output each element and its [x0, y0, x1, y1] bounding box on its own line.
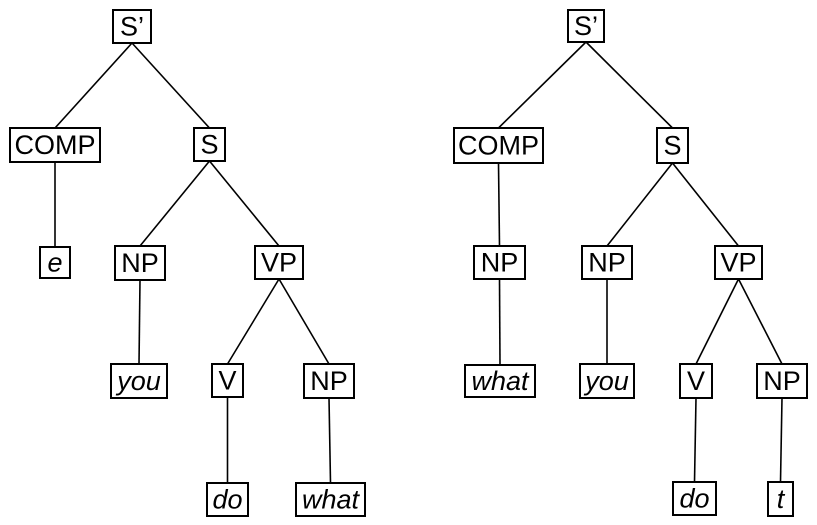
edge-left-s-np	[139, 160, 211, 247]
right-node-np-comp: NP	[473, 245, 526, 280]
left-node-what: what	[295, 482, 366, 517]
left-node-np-object-box	[303, 363, 355, 399]
left-node-np-subject-box	[114, 245, 166, 281]
edge-right-np-what	[498, 278, 501, 366]
edge-right-np-t	[779, 397, 783, 483]
right-node-np-subject-box	[581, 245, 633, 280]
right-node-np-object-label: NP	[763, 366, 801, 396]
left-node-you-label: you	[115, 366, 161, 396]
left-tree: S’ COMP S e NP VP	[9, 9, 366, 517]
right-node-t: t	[767, 481, 794, 517]
right-node-s-label: S	[663, 131, 681, 161]
right-node-vp-label: VP	[720, 248, 756, 278]
edge-left-s-vp	[208, 160, 280, 247]
right-node-comp: COMP	[453, 127, 544, 164]
left-node-what-box	[295, 482, 366, 517]
right-node-s-box	[656, 127, 689, 164]
left-node-np-subject: NP	[114, 245, 166, 281]
right-node-t-label: t	[777, 484, 786, 514]
left-node-e-label: e	[47, 248, 62, 278]
left-node-do-label: do	[212, 485, 242, 515]
left-node-do-box	[206, 482, 249, 517]
edge-left-sbar-s	[131, 42, 211, 129]
right-node-v-label: V	[687, 366, 705, 396]
right-node-what-box	[464, 364, 536, 398]
left-node-s-box	[193, 127, 226, 162]
edge-left-np-what	[328, 397, 332, 484]
left-node-what-label: what	[302, 485, 361, 515]
right-node-vp-box	[714, 245, 763, 280]
edge-right-sbar-comp	[497, 41, 587, 129]
left-node-comp-box	[9, 127, 101, 163]
left-node-you-box	[110, 363, 168, 399]
right-node-you-label: you	[583, 366, 629, 396]
right-node-s-bar-label: S’	[574, 11, 598, 41]
left-node-s-bar: S’	[112, 9, 152, 44]
right-node-do: do	[672, 481, 717, 516]
right-node-what: what	[464, 364, 536, 398]
left-node-vp-box	[254, 245, 304, 280]
right-node-you: you	[579, 363, 635, 399]
right-node-do-box	[672, 481, 717, 516]
right-node-t-box	[767, 481, 794, 517]
right-node-do-label: do	[679, 484, 709, 514]
left-tree-edges	[54, 42, 332, 484]
left-node-you: you	[110, 363, 168, 399]
left-node-e-box	[39, 246, 71, 279]
left-node-s: S	[193, 127, 226, 162]
left-node-vp-label: VP	[261, 248, 297, 278]
right-node-np-subject: NP	[581, 245, 633, 280]
right-node-what-label: what	[471, 366, 530, 396]
left-node-e: e	[39, 246, 71, 279]
right-node-s: S	[656, 127, 689, 164]
left-node-do: do	[206, 482, 249, 517]
right-node-s-bar-box	[567, 9, 605, 43]
right-node-v: V	[679, 363, 713, 399]
left-node-v-box	[211, 363, 244, 398]
right-node-comp-label: COMP	[458, 131, 539, 161]
left-node-comp-label: COMP	[15, 130, 96, 160]
right-node-np-comp-box	[473, 245, 526, 280]
left-node-np-subject-label: NP	[121, 248, 159, 278]
left-node-np-object: NP	[303, 363, 355, 399]
edge-right-s-np	[606, 162, 674, 247]
right-node-s-bar: S’	[567, 9, 605, 43]
edge-left-vp-np	[278, 278, 330, 365]
right-node-np-object: NP	[756, 363, 808, 399]
right-node-np-subject-label: NP	[588, 248, 626, 278]
edge-right-v-do	[693, 397, 697, 483]
right-tree-edges	[497, 41, 783, 483]
right-node-np-comp-label: NP	[481, 248, 519, 278]
edge-right-vp-np	[737, 278, 783, 365]
left-node-s-bar-box	[112, 9, 152, 44]
right-node-np-object-box	[756, 363, 808, 399]
left-node-v: V	[211, 363, 244, 398]
right-node-you-box	[579, 363, 635, 399]
left-node-s-label: S	[200, 130, 218, 160]
edge-left-sbar-comp	[54, 42, 133, 129]
edge-right-sbar-s	[585, 41, 674, 129]
edge-right-vp-v	[695, 278, 740, 365]
edge-left-np-you	[138, 279, 141, 365]
right-node-v-box	[679, 363, 713, 399]
right-tree: S’ COMP S NP NP VP	[453, 9, 808, 517]
right-node-vp: VP	[714, 245, 763, 280]
left-node-comp: COMP	[9, 127, 101, 163]
edge-right-comp-np	[497, 162, 501, 247]
left-node-s-bar-label: S’	[120, 12, 144, 42]
right-node-comp-box	[453, 127, 544, 164]
left-node-v-label: V	[218, 366, 236, 396]
left-node-vp: VP	[254, 245, 304, 280]
edge-right-s-vp	[671, 162, 740, 247]
edge-left-vp-v	[226, 278, 280, 365]
left-node-np-object-label: NP	[310, 366, 348, 396]
